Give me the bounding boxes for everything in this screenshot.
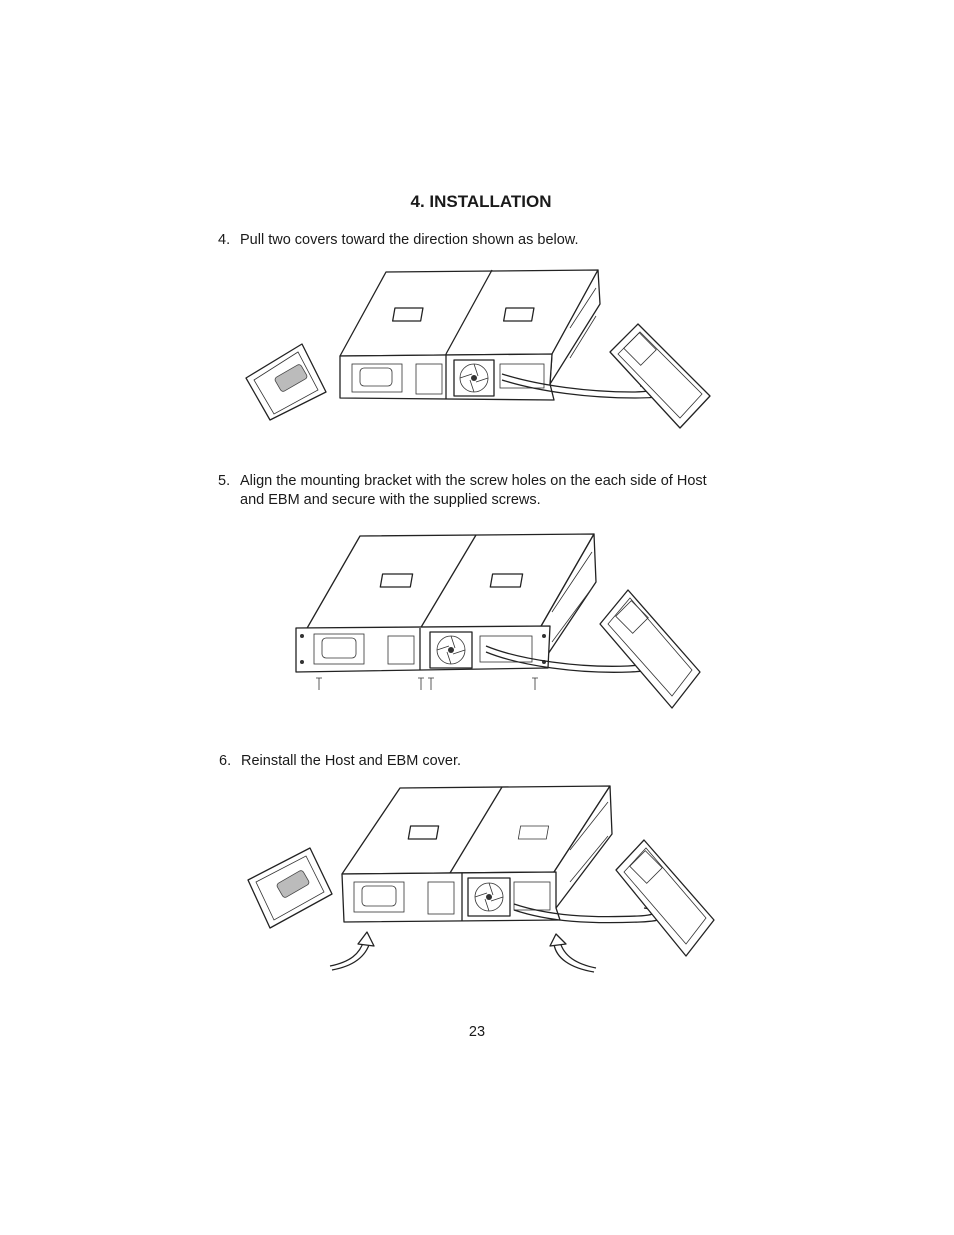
step-4-instruction: 4. Pull two covers toward the direction s… bbox=[218, 231, 579, 250]
step-6-text: Reinstall the Host and EBM cover. bbox=[241, 753, 462, 769]
step-5-text-line-2: and EBM and secure with the supplied scr… bbox=[240, 492, 541, 508]
step-5-instruction: 5. Align the mounting bracket with the sc… bbox=[218, 472, 707, 510]
page-number: 23 bbox=[468, 1024, 486, 1040]
step-6-number: 6. bbox=[219, 753, 232, 769]
step-5-number: 5. bbox=[218, 473, 231, 489]
step-6-instruction: 6. Reinstall the Host and EBM cover. bbox=[219, 752, 461, 771]
step-4-text: Pull two covers toward the direction sho… bbox=[240, 232, 579, 248]
step-4-number: 4. bbox=[218, 232, 231, 248]
figure-mount-brackets bbox=[290, 532, 710, 714]
section-heading: 4. INSTALLATION bbox=[410, 192, 552, 211]
figure-reinstall-covers bbox=[240, 784, 720, 976]
figure-remove-covers bbox=[240, 268, 720, 438]
step-5-text-line-1: Align the mounting bracket with the scre… bbox=[240, 473, 707, 489]
